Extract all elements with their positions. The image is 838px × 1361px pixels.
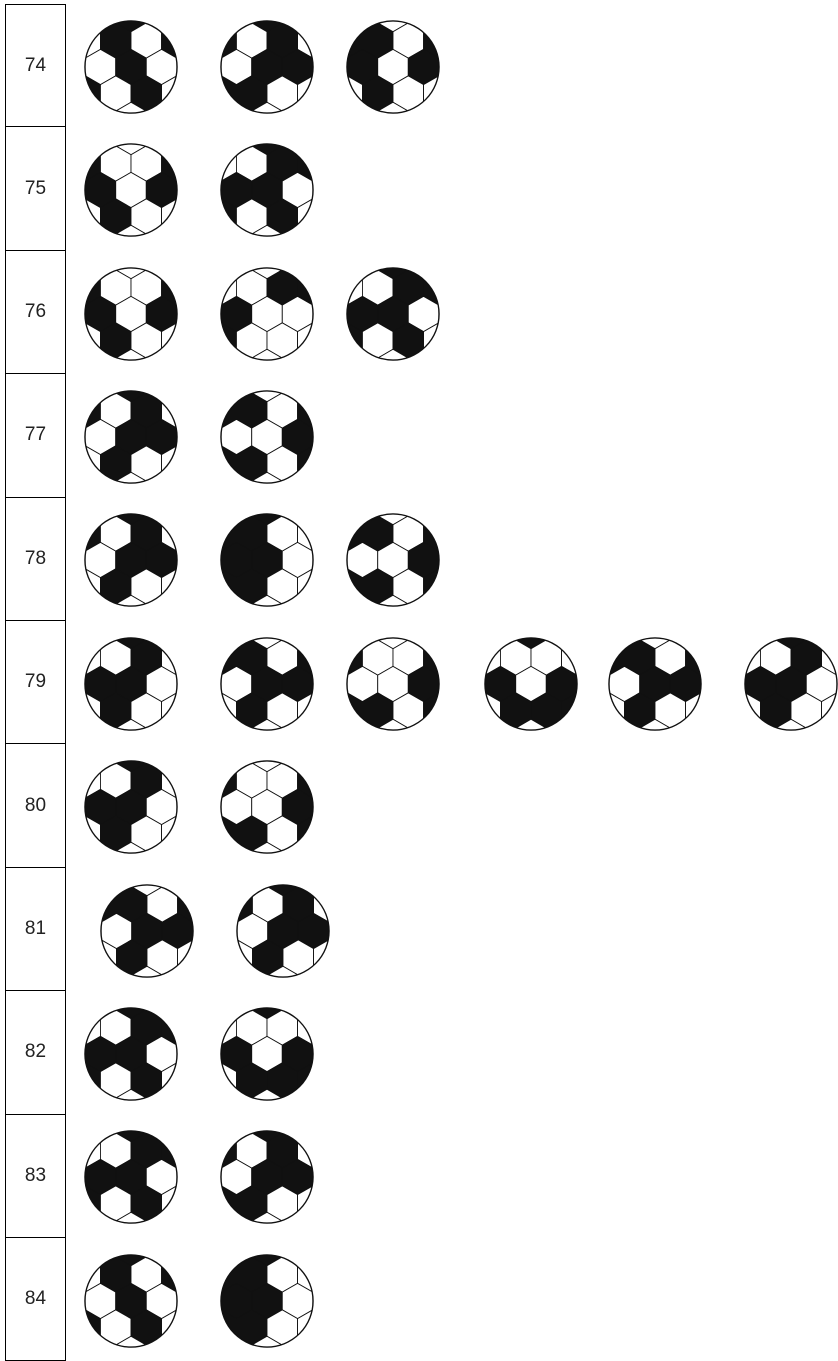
soccer-ball-icon: [218, 18, 316, 116]
soccer-ball-graphic: [218, 758, 316, 856]
soccer-ball-graphic: [218, 1128, 316, 1226]
soccer-ball-icon: [218, 1128, 316, 1226]
soccer-ball-graphic: [82, 1128, 180, 1226]
soccer-ball-icon: [344, 635, 442, 733]
soccer-ball-icon: [98, 882, 196, 980]
soccer-ball-icon: [82, 1252, 180, 1350]
soccer-ball-icon: [218, 265, 316, 363]
row-number-label: 76: [5, 251, 66, 374]
row-number-label: 84: [5, 1238, 66, 1361]
row-number-label: 77: [5, 374, 66, 497]
soccer-ball-icon: [82, 511, 180, 609]
soccer-ball-graphic: [344, 511, 442, 609]
soccer-ball-icon: [218, 635, 316, 733]
soccer-ball-icon: [482, 635, 580, 733]
soccer-ball-graphic: [606, 635, 704, 733]
soccer-ball-graphic: [344, 18, 442, 116]
soccer-ball-graphic: [82, 635, 180, 733]
soccer-ball-icon: [82, 141, 180, 239]
soccer-ball-graphic: [218, 18, 316, 116]
soccer-ball-graphic: [344, 635, 442, 733]
soccer-ball-graphic: [98, 882, 196, 980]
row-number-label: 78: [5, 498, 66, 621]
soccer-ball-graphic: [344, 265, 442, 363]
soccer-ball-icon: [218, 388, 316, 486]
soccer-ball-graphic: [218, 388, 316, 486]
soccer-ball-icon: [344, 18, 442, 116]
soccer-ball-graphic: [82, 1005, 180, 1103]
soccer-ball-icon: [82, 635, 180, 733]
soccer-ball-icon: [218, 758, 316, 856]
row-number-label: 83: [5, 1115, 66, 1238]
row-number-label: 82: [5, 991, 66, 1114]
soccer-ball-graphic: [218, 265, 316, 363]
soccer-ball-graphic: [82, 758, 180, 856]
soccer-ball-icon: [82, 388, 180, 486]
soccer-ball-icon: [218, 1252, 316, 1350]
soccer-ball-graphic: [218, 1005, 316, 1103]
soccer-ball-icon: [82, 758, 180, 856]
soccer-ball-graphic: [82, 511, 180, 609]
row-number-label: 75: [5, 127, 66, 250]
soccer-ball-graphic: [218, 1252, 316, 1350]
soccer-ball-graphic: [82, 18, 180, 116]
soccer-ball-icon: [606, 635, 704, 733]
row-number-label: 80: [5, 744, 66, 867]
soccer-ball-graphic: [82, 1252, 180, 1350]
row-number-label: 74: [5, 4, 66, 127]
soccer-ball-icon: [344, 265, 442, 363]
soccer-ball-graphic: [218, 511, 316, 609]
soccer-ball-icon: [742, 635, 838, 733]
soccer-ball-graphic: [82, 141, 180, 239]
soccer-ball-graphic: [742, 635, 838, 733]
soccer-ball-graphic: [82, 265, 180, 363]
soccer-ball-graphic: [234, 882, 332, 980]
soccer-ball-icon: [234, 882, 332, 980]
soccer-ball-icon: [218, 511, 316, 609]
soccer-ball-icon: [82, 1005, 180, 1103]
soccer-ball-graphic: [82, 388, 180, 486]
soccer-ball-icon: [344, 511, 442, 609]
soccer-ball-icon: [218, 1005, 316, 1103]
soccer-ball-icon: [82, 265, 180, 363]
row-number-label: 81: [5, 868, 66, 991]
soccer-ball-graphic: [218, 635, 316, 733]
soccer-ball-icon: [82, 18, 180, 116]
row-number-label: 79: [5, 621, 66, 744]
soccer-ball-icon: [218, 141, 316, 239]
soccer-ball-graphic: [218, 141, 316, 239]
soccer-ball-graphic: [482, 635, 580, 733]
soccer-ball-icon: [82, 1128, 180, 1226]
